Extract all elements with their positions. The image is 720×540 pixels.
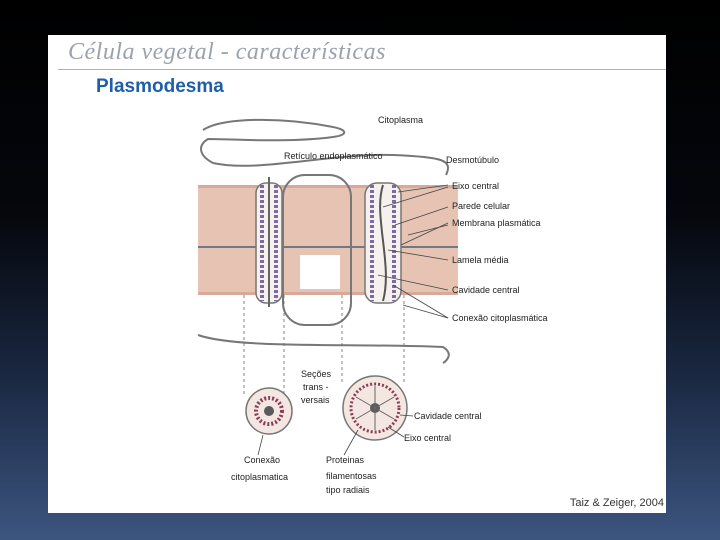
label-reticulo-endoplasmatico: Retículo endoplasmático xyxy=(284,151,383,161)
cross-section-large xyxy=(342,375,408,441)
label-proteinas-line2: filamentosas xyxy=(326,471,377,481)
label-conexao-citoplasmatica: Conexão citoplasmática xyxy=(452,313,548,323)
label-secoes-line1: Seções xyxy=(301,369,332,379)
label-secoes-line3: versais xyxy=(301,395,330,405)
plasmodesma-channel-right xyxy=(364,182,402,304)
cytoplasm-outline-top xyxy=(200,118,449,176)
cross-section-small xyxy=(245,387,293,435)
plasmodesma-channel-middle xyxy=(282,174,352,326)
label-conexao-line1: Conexão xyxy=(244,455,280,465)
label-cavidade-central-section: Cavidade central xyxy=(414,411,482,421)
slide-title: Célula vegetal - características xyxy=(68,39,386,65)
label-desmotubulo: Desmotúbulo xyxy=(446,155,499,165)
label-proteinas-line3: tipo radiais xyxy=(326,485,370,495)
label-lamela-media: Lamela média xyxy=(452,255,509,265)
slide-heading: Plasmodesma xyxy=(96,76,224,97)
label-proteinas-line1: Proteinas xyxy=(326,455,365,465)
label-eixo-central: Eixo central xyxy=(452,181,499,191)
label-conexao-line2: citoplasmatica xyxy=(231,472,288,482)
plasmodesma-channel-left xyxy=(255,177,283,307)
label-parede-celular: Parede celular xyxy=(452,201,510,211)
label-eixo-central-section: Eixo central xyxy=(404,433,451,443)
cytoplasm-outline-bottom xyxy=(197,334,450,364)
section-leader-lines xyxy=(257,414,414,456)
leader-lines xyxy=(377,184,449,319)
label-secoes-line2: trans - xyxy=(303,382,329,392)
wall-edge-bottom xyxy=(198,292,458,295)
label-membrana-plasmatica: Membrana plasmática xyxy=(452,218,541,228)
slide: Célula vegetal - características Plasmod… xyxy=(48,35,666,513)
title-divider xyxy=(58,69,666,70)
plasmodesma-diagram: Citoplasma Retículo endoplasmático Desmo… xyxy=(197,115,548,495)
wall-edge-top xyxy=(198,185,458,188)
label-cavidade-central: Cavidade central xyxy=(452,285,520,295)
source-credit: Taiz & Zeiger, 2004 xyxy=(569,497,664,509)
section-guides xyxy=(243,295,405,395)
central-cavity-window xyxy=(300,255,340,289)
label-citoplasma: Citoplasma xyxy=(378,115,423,125)
